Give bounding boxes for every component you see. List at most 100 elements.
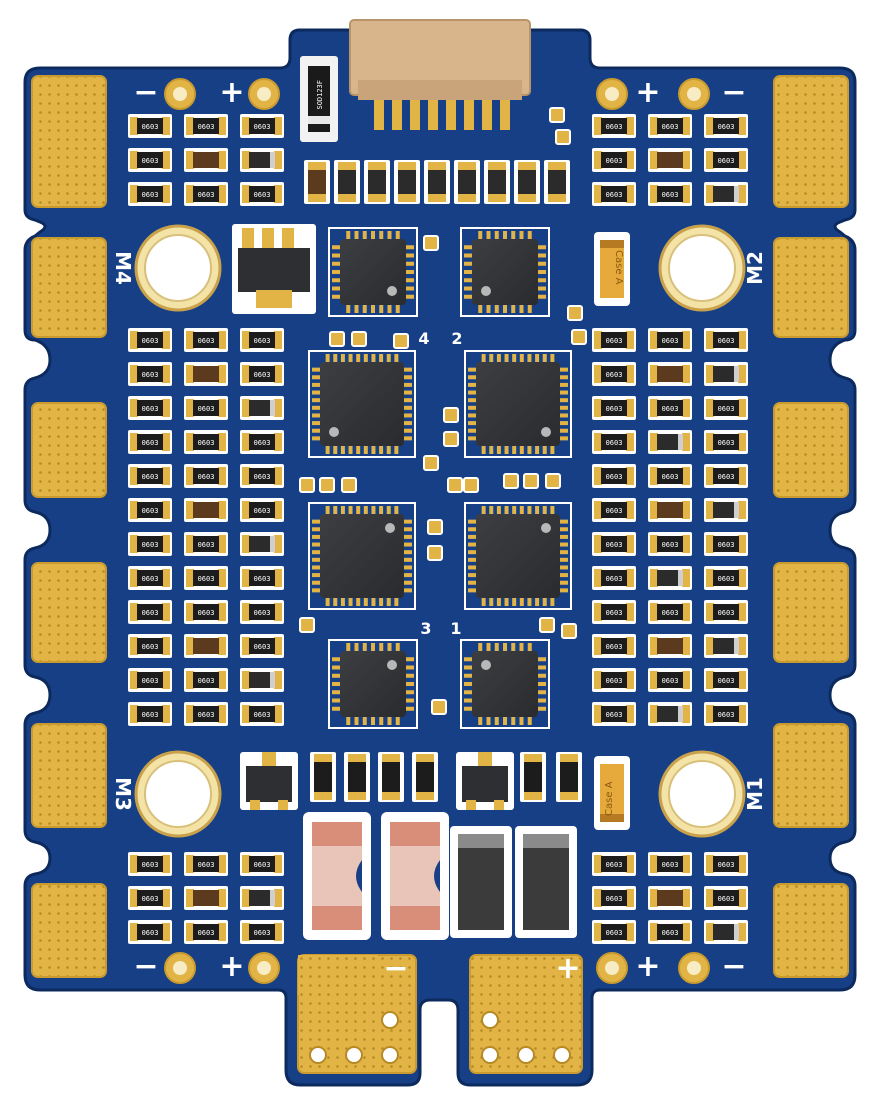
chip-body (320, 514, 404, 598)
chip-pin (468, 405, 476, 410)
chip-pin (312, 382, 320, 387)
chip-pin (332, 698, 340, 703)
diode-band (270, 672, 275, 688)
chip-pin (312, 550, 320, 555)
chip-pin (387, 231, 392, 239)
smd-pad (218, 117, 226, 135)
resistor-code: 0603 (606, 371, 623, 379)
smd-body (398, 170, 416, 194)
smd-pad (186, 923, 194, 941)
smd-pad (626, 185, 634, 203)
chip-pin (512, 506, 517, 514)
chip-pin (332, 673, 340, 678)
resistor-code: 0603 (198, 123, 215, 131)
resistor-body (193, 706, 219, 722)
smd-pad (218, 603, 226, 621)
chip-pin (542, 598, 547, 606)
smd-pad (130, 151, 138, 169)
resistor-body (137, 434, 163, 450)
chip-pin (379, 231, 384, 239)
smd-pad (218, 331, 226, 349)
resistor-code: 0603 (606, 337, 623, 345)
smd-pad (274, 603, 282, 621)
smd-pad (186, 185, 194, 203)
resistor-body (249, 502, 275, 518)
test-pad (571, 329, 587, 345)
chip-pin (560, 580, 568, 585)
smd-pad (682, 705, 690, 723)
chip-pin (312, 565, 320, 570)
diode-band (270, 890, 275, 906)
smd-pad (594, 535, 602, 553)
test-pad (549, 107, 565, 123)
smd-pad (594, 603, 602, 621)
smd-pad (242, 151, 250, 169)
capacitor-body (657, 366, 683, 382)
smd-pad (682, 365, 690, 383)
smd-pad (242, 855, 250, 873)
chip-pin (560, 413, 568, 418)
motor-pad-right (773, 75, 849, 208)
resistor-code: 0603 (662, 677, 679, 685)
chip-pin (340, 506, 345, 514)
polarity-symbol: − (133, 75, 158, 110)
resistor-code: 0603 (198, 677, 215, 685)
resistor-body (560, 762, 578, 792)
smd-pad (162, 671, 170, 689)
smd-pad (594, 467, 602, 485)
resistor-code: 0603 (718, 337, 735, 345)
smd-pad (650, 569, 658, 587)
test-pad (351, 331, 367, 347)
smd-pad (218, 671, 226, 689)
smd-pad (650, 923, 658, 941)
smd-pad (650, 535, 658, 553)
resistor-body (137, 856, 163, 872)
smd-pad (650, 185, 658, 203)
solder-ring-hole (257, 961, 271, 975)
resistor-code: 0603 (606, 929, 623, 937)
capacitor-body (657, 152, 683, 168)
channel-label-3: 3 (420, 619, 431, 638)
chip-pin (542, 354, 547, 362)
chip-pin (404, 398, 412, 403)
resistor-code: 0603 (606, 473, 623, 481)
chip-pin (404, 573, 412, 578)
resistor-body (137, 468, 163, 484)
chip-pin (496, 354, 501, 362)
resistor-code: 0603 (254, 337, 271, 345)
resistor-body (137, 570, 163, 586)
resistor-body (713, 570, 739, 586)
chip-pin (371, 506, 376, 514)
diode-body (713, 366, 739, 382)
resistor-body (657, 924, 683, 940)
chip-pin (464, 245, 472, 250)
smd-pad (594, 151, 602, 169)
chip-pin (394, 354, 399, 362)
diode-body (713, 638, 739, 654)
chip-pin (406, 278, 414, 283)
smd-pad (650, 117, 658, 135)
smd-pad (218, 467, 226, 485)
chip-pin (404, 542, 412, 547)
resistor-body (601, 604, 627, 620)
diode-band (678, 434, 683, 450)
smd-pad (186, 331, 194, 349)
chip-pin (363, 506, 368, 514)
connector-pin (374, 100, 384, 130)
smd-pad (274, 365, 282, 383)
resistor-body (713, 400, 739, 416)
solder-ring-hole (173, 961, 187, 975)
smd-pad (186, 117, 194, 135)
smd-pad (416, 792, 434, 800)
resistor-body (137, 186, 163, 202)
smd-pad (518, 194, 536, 202)
chip-pin (404, 580, 412, 585)
polarity-symbol: − (133, 949, 158, 984)
test-pad (561, 623, 577, 639)
diode-band (734, 924, 739, 940)
resistor-code: 0603 (142, 439, 159, 447)
chip-pin (348, 506, 353, 514)
smd-body (338, 170, 356, 194)
smd-pad (682, 889, 690, 907)
motor-label-m3: M3 (111, 777, 135, 811)
